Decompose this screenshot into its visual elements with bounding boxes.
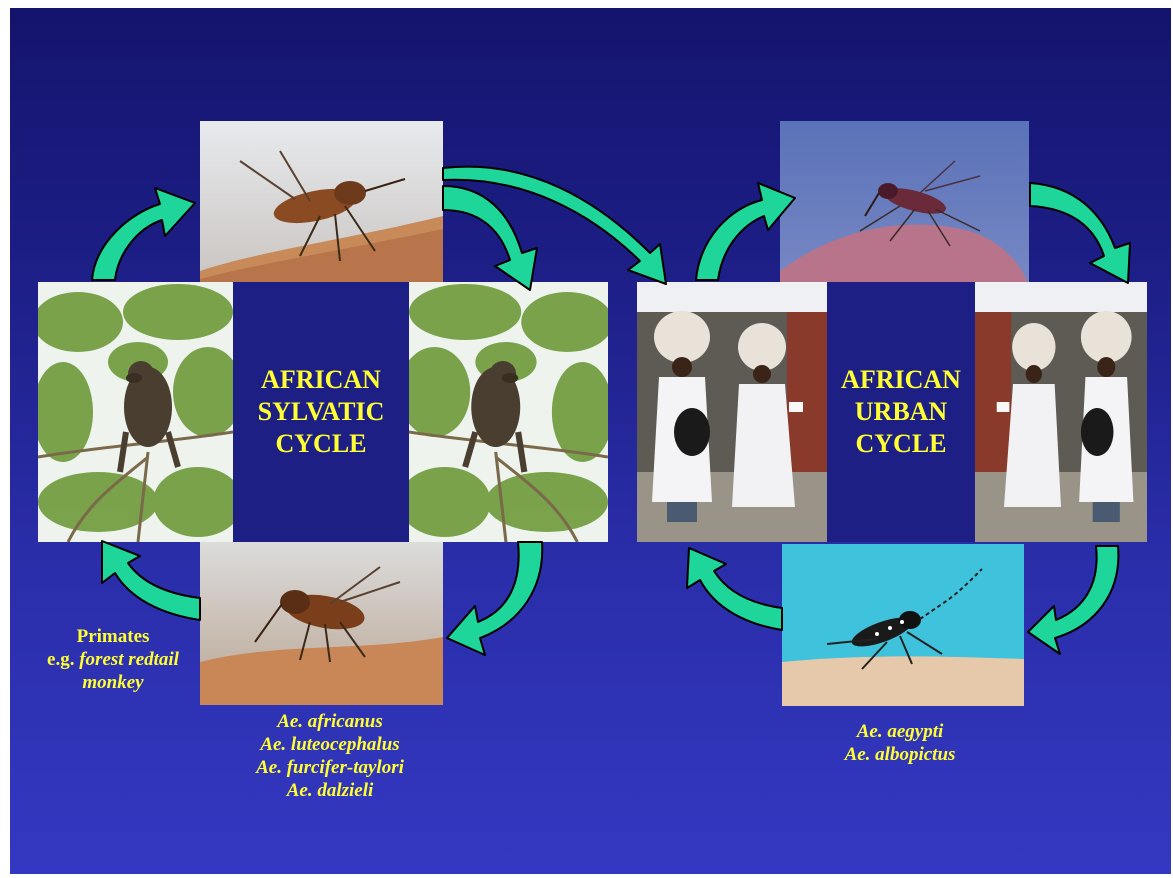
curved-arrow-icon <box>1030 183 1130 283</box>
curved-arrow-icon <box>447 542 542 655</box>
arrows-layer <box>10 8 1171 874</box>
curved-arrow-icon <box>92 188 195 280</box>
thin-curved-arrow-icon <box>443 167 666 284</box>
curved-arrow-icon <box>696 183 795 280</box>
curved-arrow-icon <box>102 541 200 620</box>
curved-arrow-icon <box>443 186 537 290</box>
slide: AFRICAN SYLVATIC CYCLE <box>10 8 1171 874</box>
curved-arrow-icon <box>687 548 782 630</box>
curved-arrow-icon <box>1028 546 1118 654</box>
